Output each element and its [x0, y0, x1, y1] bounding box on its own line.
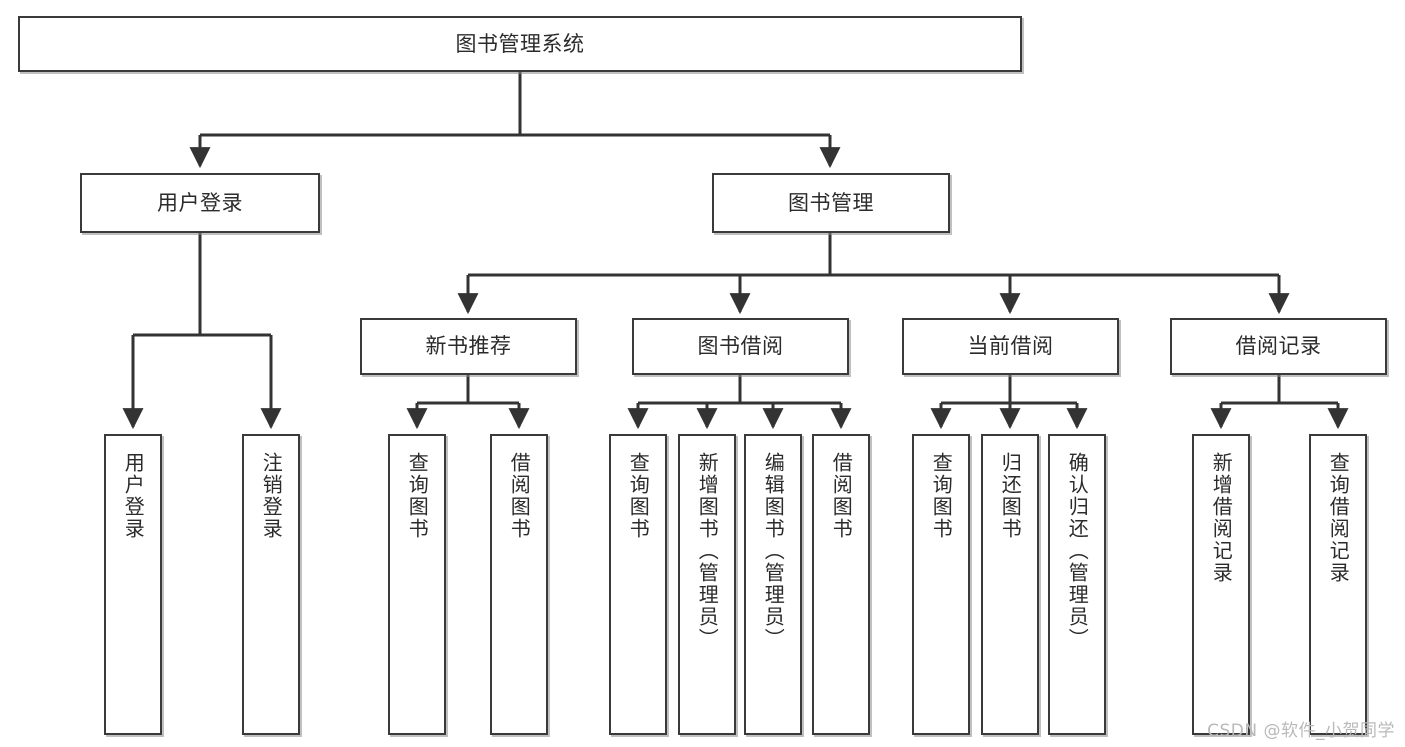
node-new-book-recommend[interactable]: 新书推荐: [360, 318, 577, 375]
node-leaf-label: 归还图书: [998, 452, 1023, 540]
node-root-label: 图书管理系统: [455, 31, 585, 56]
node-user-login-label: 用户登录: [157, 190, 243, 215]
node-leaf-label: 用户登录: [121, 452, 146, 540]
node-leaf-book-borrow-query[interactable]: 查询图书: [609, 434, 667, 735]
node-leaf-label: 借阅图书: [507, 452, 532, 540]
node-book-borrow[interactable]: 图书借阅: [632, 318, 849, 375]
node-current-borrow[interactable]: 当前借阅: [902, 318, 1119, 375]
node-root[interactable]: 图书管理系统: [18, 16, 1022, 72]
node-leaf-current-borrow-confirm[interactable]: 确认归还（管理员）: [1048, 434, 1106, 735]
node-leaf-label: 查询图书: [929, 452, 954, 540]
node-leaf-label: 注销登录: [259, 452, 284, 540]
node-leaf-book-borrow-borrow[interactable]: 借阅图书: [812, 434, 870, 735]
node-leaf-label: 编辑图书（管理员）: [761, 452, 786, 650]
node-leaf-label: 新增图书（管理员）: [695, 452, 720, 650]
node-leaf-book-borrow-add[interactable]: 新增图书（管理员）: [678, 434, 736, 735]
node-leaf-label: 查询图书: [405, 452, 430, 540]
node-book-manage[interactable]: 图书管理: [712, 173, 950, 233]
node-leaf-label: 查询借阅记录: [1326, 452, 1351, 584]
node-leaf-label: 确认归还（管理员）: [1065, 452, 1090, 650]
node-borrow-record[interactable]: 借阅记录: [1170, 318, 1387, 375]
node-leaf-label: 新增借阅记录: [1209, 452, 1234, 584]
node-leaf-new-book-borrow[interactable]: 借阅图书: [490, 434, 548, 735]
node-leaf-current-borrow-query[interactable]: 查询图书: [912, 434, 970, 735]
node-leaf-user-login-login[interactable]: 用户登录: [104, 434, 162, 735]
node-leaf-label: 查询图书: [626, 452, 651, 540]
node-leaf-borrow-record-add[interactable]: 新增借阅记录: [1192, 434, 1250, 735]
node-leaf-new-book-query[interactable]: 查询图书: [388, 434, 446, 735]
node-leaf-borrow-record-query[interactable]: 查询借阅记录: [1309, 434, 1367, 735]
node-leaf-user-login-logout[interactable]: 注销登录: [242, 434, 300, 735]
node-leaf-book-borrow-edit[interactable]: 编辑图书（管理员）: [744, 434, 802, 735]
node-book-borrow-label: 图书借阅: [697, 334, 784, 359]
node-current-borrow-label: 当前借阅: [967, 334, 1054, 359]
node-book-manage-label: 图书管理: [788, 190, 874, 215]
node-borrow-record-label: 借阅记录: [1235, 334, 1322, 359]
node-user-login[interactable]: 用户登录: [80, 173, 320, 233]
node-new-book-recommend-label: 新书推荐: [425, 334, 512, 359]
node-leaf-current-borrow-return[interactable]: 归还图书: [981, 434, 1039, 735]
node-leaf-label: 借阅图书: [829, 452, 854, 540]
